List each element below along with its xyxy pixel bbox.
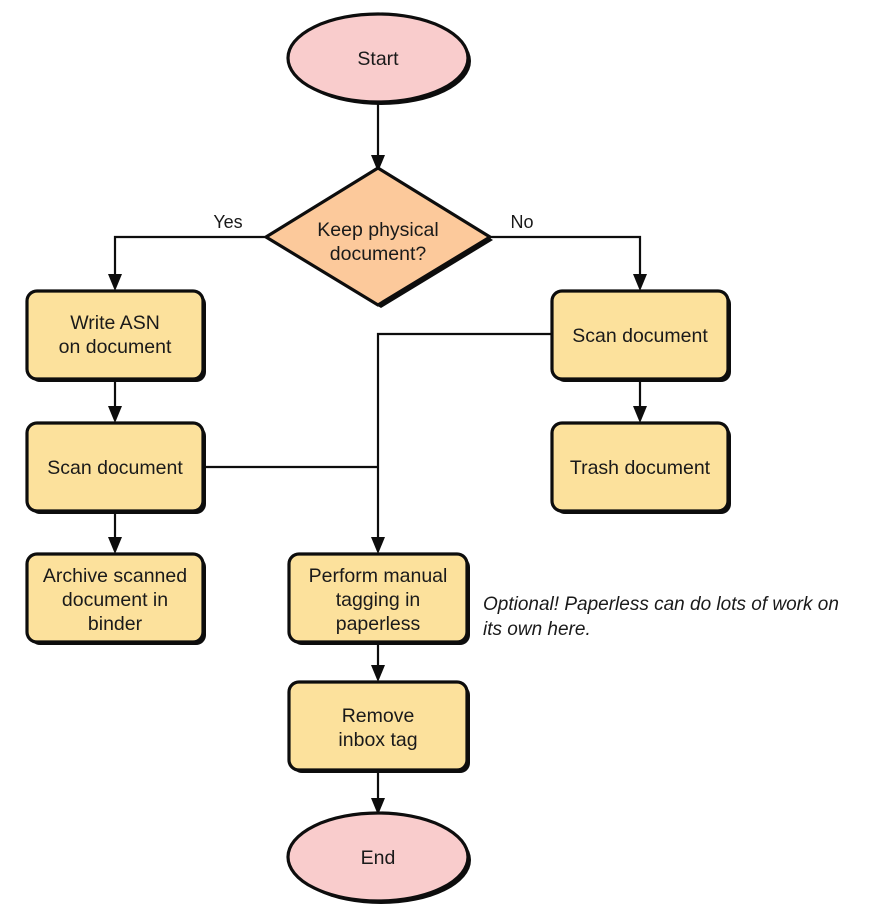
node-write-asn-label-line2: on document [59, 336, 172, 358]
edge-label-no: No [510, 212, 533, 232]
annotation-optional-note: Optional! Paperless can do lots of work … [483, 594, 839, 640]
node-end[interactable]: End [286, 811, 471, 904]
edge-write-asn-to-scan-left [108, 379, 122, 423]
node-tagging-label-line3: paperless [336, 613, 421, 635]
node-scan-document-right-label: Scan document [572, 325, 708, 347]
node-scan-document-left-label: Scan document [47, 457, 183, 479]
annotation-note-line2: its own here. [483, 619, 591, 640]
annotation-note-line1: Optional! Paperless can do lots of work … [483, 594, 839, 615]
node-remove-inbox-label-line1: Remove [342, 705, 415, 727]
edge-decision-no-to-scan-right [490, 235, 647, 291]
node-archive-scanned-document[interactable]: Archive scanned document in binder [25, 552, 206, 645]
edge-scan-right-to-tagging [371, 332, 552, 554]
node-write-asn[interactable]: Write ASN on document [25, 289, 206, 382]
node-perform-manual-tagging[interactable]: Perform manual tagging in paperless [287, 552, 470, 645]
edge-tagging-to-remove-inbox [371, 642, 385, 682]
node-trash-document[interactable]: Trash document [550, 421, 731, 514]
node-tagging-label-line2: tagging in [336, 589, 421, 611]
edge-label-yes: Yes [213, 212, 242, 232]
node-decision-label-line1: Keep physical [317, 219, 438, 241]
edge-decision-yes-to-write-asn [108, 235, 265, 291]
node-end-label: End [361, 847, 396, 869]
edge-start-to-decision [371, 102, 385, 172]
edge-scan-right-to-trash [633, 379, 647, 423]
edge-remove-inbox-to-end [371, 771, 385, 815]
node-archive-label-line1: Archive scanned [43, 565, 187, 587]
edge-scan-left-to-archive [108, 511, 122, 554]
node-scan-document-left[interactable]: Scan document [25, 421, 206, 514]
node-archive-label-line3: binder [88, 613, 143, 635]
node-trash-document-label: Trash document [570, 457, 711, 479]
node-remove-inbox-tag[interactable]: Remove inbox tag [287, 680, 470, 773]
node-decision-label-line2: document? [330, 243, 427, 265]
node-scan-document-right[interactable]: Scan document [550, 289, 731, 382]
node-archive-label-line2: document in [62, 589, 168, 611]
node-write-asn-label-line1: Write ASN [70, 312, 160, 334]
node-start[interactable]: Start [286, 12, 471, 105]
node-tagging-label-line1: Perform manual [309, 565, 448, 587]
node-start-label: Start [357, 48, 399, 70]
node-decision-keep-physical-document[interactable]: Keep physical document? [264, 166, 493, 308]
node-remove-inbox-label-line2: inbox tag [338, 729, 417, 751]
